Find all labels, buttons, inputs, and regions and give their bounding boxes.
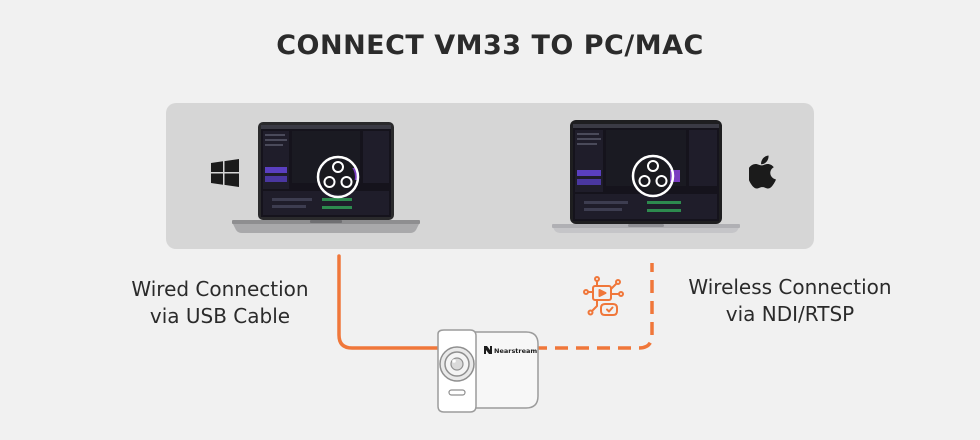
apple-icon xyxy=(749,155,776,189)
wireless-line-2: via NDI/RTSP xyxy=(725,302,855,326)
windows-laptop xyxy=(232,122,420,233)
wireless-line-1: Wireless Connection xyxy=(688,275,892,299)
network-icon xyxy=(583,276,624,316)
usb-cable xyxy=(337,254,442,350)
obs-logo-icon xyxy=(631,154,675,198)
wireless-connection-label: Wireless Connection via NDI/RTSP xyxy=(670,274,910,328)
wired-connection-label: Wired Connection via USB Cable xyxy=(100,276,340,330)
obs-logo-icon xyxy=(316,155,360,199)
mac-laptop xyxy=(552,120,740,233)
wireless-link xyxy=(534,263,654,350)
camera-brand-label: Nearstream xyxy=(494,347,537,355)
wired-line-1: Wired Connection xyxy=(131,277,309,301)
brand-logo-icon xyxy=(484,346,492,354)
windows-icon xyxy=(211,159,239,187)
wired-line-2: via USB Cable xyxy=(149,304,291,328)
vm33-camera: Nearstream xyxy=(437,329,539,413)
page-title: CONNECT VM33 TO PC/MAC xyxy=(276,30,704,61)
